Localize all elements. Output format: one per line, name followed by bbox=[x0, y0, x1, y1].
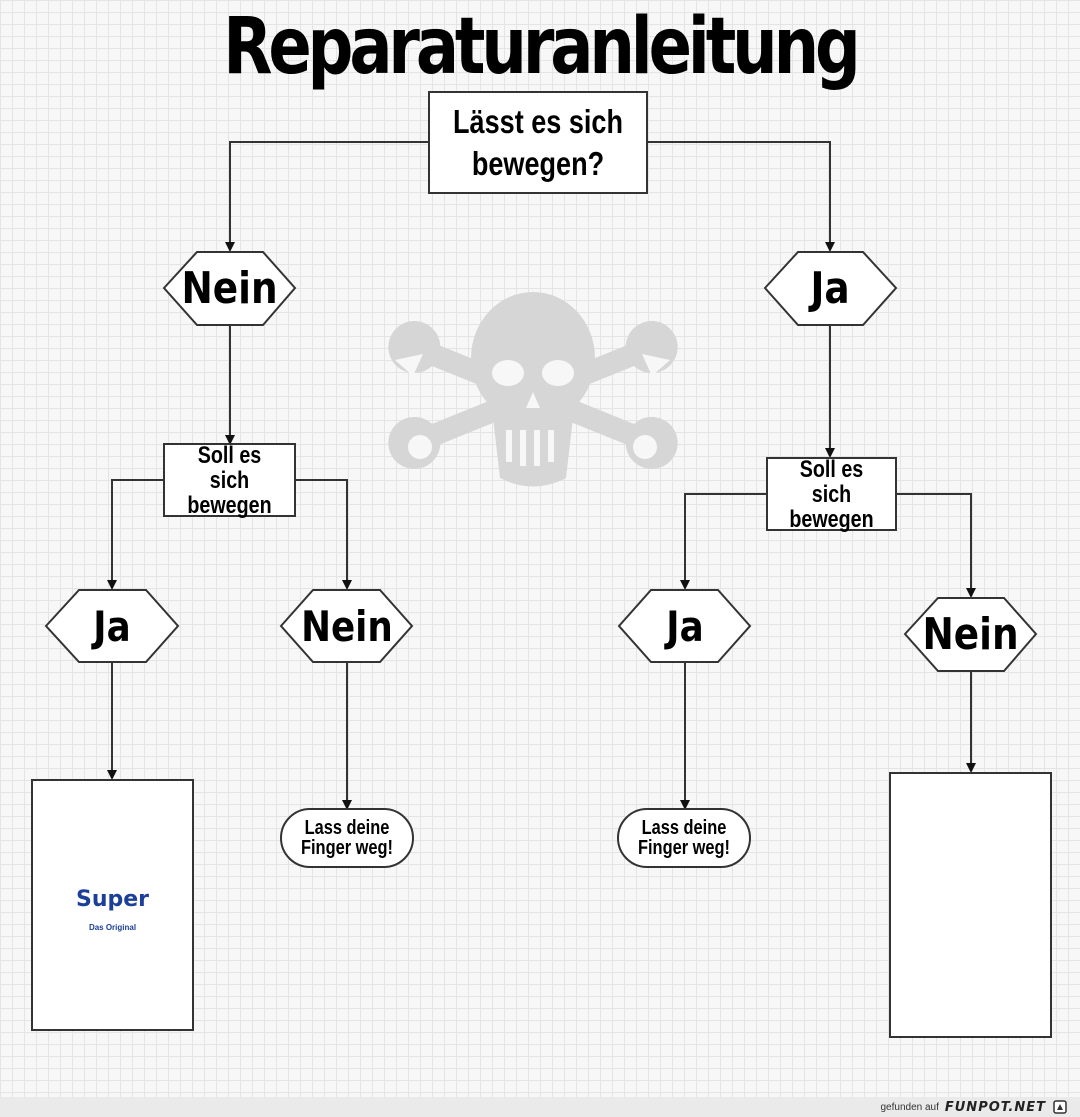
footer-brand[interactable]: FUNPOT.NET bbox=[944, 1099, 1046, 1115]
funpot-logo-icon bbox=[1053, 1100, 1067, 1114]
question-left: Soll es sich bewegen bbox=[163, 443, 296, 518]
result-rl-finger-weg: Lass deine Finger weg! bbox=[617, 808, 751, 868]
duct-tape-frame bbox=[889, 772, 1052, 1038]
page-title: Reparaturanleitung bbox=[223, 2, 861, 92]
connector-right-q-to-ja bbox=[680, 493, 767, 590]
skull-wrench-watermark bbox=[388, 292, 678, 487]
connector-start-to-ja bbox=[647, 141, 835, 252]
footer-credit: gefunden auf FUNPOT.NET bbox=[880, 1099, 1068, 1115]
connector-left-q-to-nein bbox=[295, 479, 352, 590]
connector-start-to-nein bbox=[225, 141, 428, 252]
question-main: Lässt es sich bewegen? bbox=[428, 91, 648, 194]
question-right: Soll es sich bewegen bbox=[766, 457, 897, 532]
hex-rl-ja bbox=[617, 589, 752, 663]
footer-prefix: gefunden auf bbox=[880, 1101, 939, 1113]
hex-rr-nein bbox=[903, 597, 1038, 672]
hex-left-nein bbox=[162, 251, 297, 326]
spray-can-frame bbox=[31, 779, 194, 1031]
result-lr-finger-weg: Lass deine Finger weg! bbox=[280, 808, 414, 868]
connector-left-q-to-ja bbox=[107, 479, 164, 590]
connector-right-q-to-nein bbox=[896, 493, 976, 598]
footer-bar: gefunden auf FUNPOT.NET bbox=[0, 1097, 1080, 1117]
hex-ll-ja bbox=[44, 589, 180, 663]
hex-lr-nein bbox=[279, 589, 414, 663]
hex-right-ja bbox=[763, 251, 898, 326]
